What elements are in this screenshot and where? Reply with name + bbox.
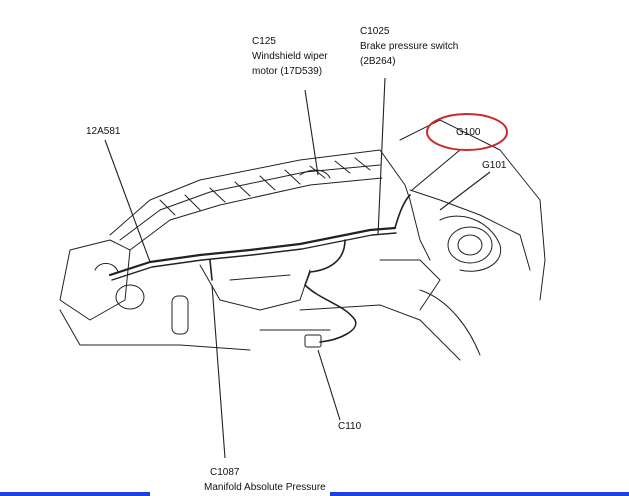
leader-c125 <box>304 89 319 176</box>
bottom-bar-right <box>330 492 629 496</box>
label-12a581: 12A581 <box>86 126 121 137</box>
label-g101: G101 <box>482 160 507 171</box>
leader-c1087 <box>211 284 226 459</box>
label-c125-desc1: Windshield wiper <box>252 51 328 62</box>
label-c125-desc2: motor (17D539) <box>252 66 323 77</box>
label-c1025-desc1: Brake pressure switch <box>360 41 459 52</box>
harness-main <box>108 226 397 277</box>
bottom-bar <box>0 490 629 496</box>
label-c1025-id: C1025 <box>360 26 390 37</box>
label-c1025-desc2: (2B264) <box>360 56 396 67</box>
leader-g101 <box>439 171 491 211</box>
fender-outline <box>399 119 546 301</box>
label-c1087-desc: Manifold Absolute Pressure <box>204 482 326 493</box>
label-c110: C110 <box>338 421 362 432</box>
cowl-outline <box>109 149 411 236</box>
label-c1087-id: C1087 <box>210 467 240 478</box>
bottom-bar-left <box>0 492 150 496</box>
label-c125-id: C125 <box>252 36 276 47</box>
leader-g100 <box>411 149 461 191</box>
label-g100: G100 <box>456 127 481 138</box>
leader-c110 <box>317 349 341 421</box>
leader-c1025 <box>377 77 386 236</box>
g100-highlight-ellipse <box>426 113 508 151</box>
leader-12a581 <box>104 139 151 263</box>
